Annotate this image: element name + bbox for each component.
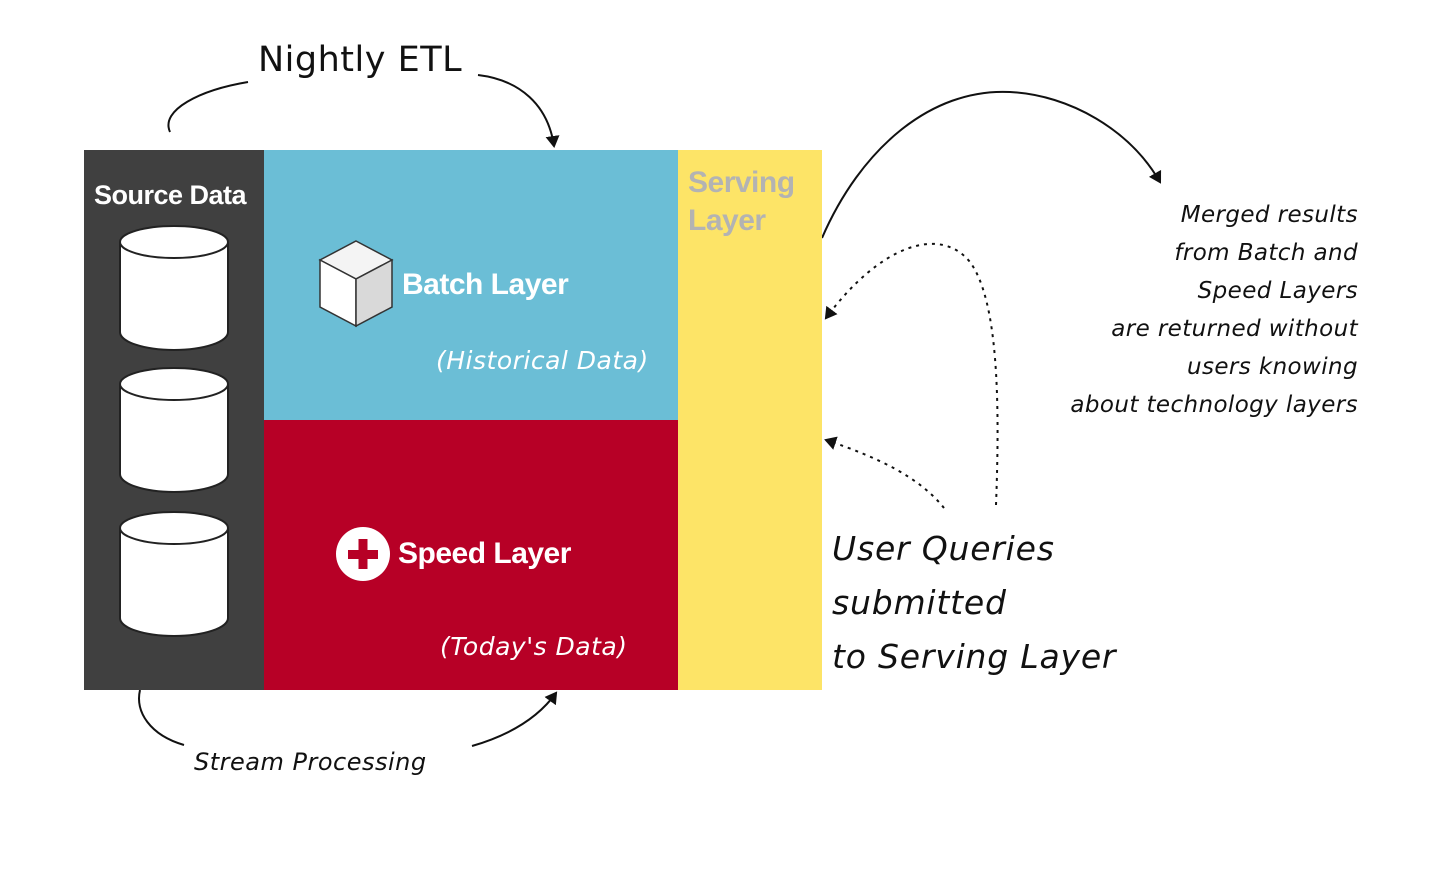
query-arrow-upper [824, 242, 999, 506]
database-icon [119, 367, 229, 493]
merged-results-line: from Batch and [1174, 240, 1358, 266]
database-icon [119, 511, 229, 637]
user-queries-line: submitted [832, 583, 1007, 622]
database-icon [119, 225, 229, 351]
merged-results-line: Merged results [1180, 202, 1358, 228]
serving-layer-panel: Serving Layer [678, 150, 822, 690]
user-queries-line: User Queries [832, 529, 1055, 568]
serving-layer-title: Serving Layer [688, 166, 795, 237]
nightly-etl-arrow [477, 74, 560, 148]
stream-processing-arrow-tail [138, 689, 185, 746]
batch-layer-title: Batch Layer [402, 268, 569, 301]
plus-icon [336, 527, 390, 581]
merged-results-arrow [821, 90, 1162, 239]
query-arrow-lower [824, 436, 945, 509]
cube-icon [318, 240, 394, 328]
nightly-etl-arrow-tail [167, 81, 249, 133]
merged-results-annotation: Merged results from Batch and Speed Laye… [1010, 196, 1358, 424]
speed-layer-subtitle: (Today's Data) [440, 632, 628, 661]
merged-results-line: Speed Layers [1197, 278, 1358, 304]
merged-results-line: are returned without [1111, 316, 1358, 342]
speed-layer-title: Speed Layer [398, 537, 571, 570]
speed-layer-panel: Speed Layer (Today's Data) [264, 420, 678, 690]
batch-layer-panel: Batch Layer (Historical Data) [264, 150, 678, 420]
merged-results-line: about technology layers [1070, 392, 1358, 418]
source-data-title: Source Data [94, 180, 247, 210]
nightly-etl-label: Nightly ETL [258, 40, 463, 80]
batch-layer-subtitle: (Historical Data) [436, 346, 649, 375]
user-queries-line: to Serving Layer [832, 637, 1117, 676]
stream-processing-label: Stream Processing [194, 748, 427, 776]
source-data-panel: Source Data [84, 150, 264, 690]
user-queries-annotation: User Queries submitted to Serving Layer [832, 522, 1116, 684]
stream-processing-arrow [471, 691, 558, 747]
merged-results-line: users knowing [1186, 354, 1358, 380]
